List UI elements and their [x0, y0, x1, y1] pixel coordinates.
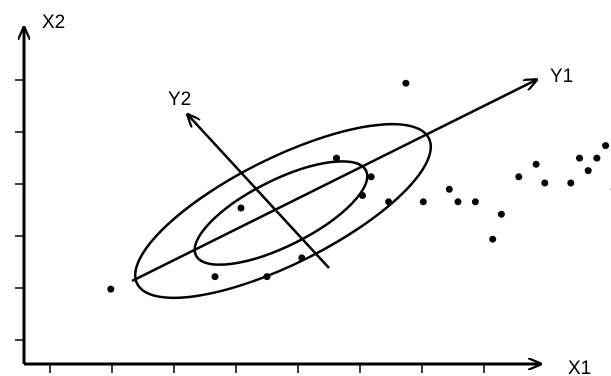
- x2-axis-label: X2: [42, 12, 65, 33]
- data-point: [263, 273, 271, 281]
- data-point: [445, 185, 453, 193]
- outer-ellipse: [133, 122, 433, 300]
- data-point: [419, 198, 427, 206]
- data-point: [359, 192, 366, 199]
- y2-axis-label: Y2: [168, 89, 191, 110]
- y1-axis-label: Y1: [550, 66, 573, 87]
- data-point: [593, 154, 601, 162]
- data-point: [602, 142, 610, 150]
- data-point: [541, 179, 549, 187]
- data-point: [107, 285, 115, 293]
- y2-principal-axis: [188, 115, 330, 269]
- data-point: [567, 179, 575, 187]
- data-point: [454, 198, 462, 206]
- data-point: [385, 198, 393, 206]
- data-point: [515, 173, 523, 181]
- data-point: [333, 154, 340, 162]
- data-point: [298, 254, 306, 262]
- data-point: [402, 79, 410, 87]
- data-point: [576, 154, 583, 162]
- x1-axis-ticks: [49, 364, 485, 373]
- data-point: [497, 210, 505, 218]
- inner-ellipse: [193, 160, 369, 266]
- data-point: [584, 167, 592, 175]
- data-point: [237, 204, 245, 212]
- data-point: [532, 160, 540, 168]
- x1-axis-label: X1: [568, 358, 591, 376]
- x2-axis-ticks: [15, 79, 24, 341]
- data-point: [367, 173, 375, 181]
- data-point: [211, 273, 219, 281]
- data-point: [471, 198, 479, 206]
- data-points: [107, 79, 611, 293]
- data-point: [489, 235, 497, 243]
- y1-principal-axis: [131, 80, 536, 283]
